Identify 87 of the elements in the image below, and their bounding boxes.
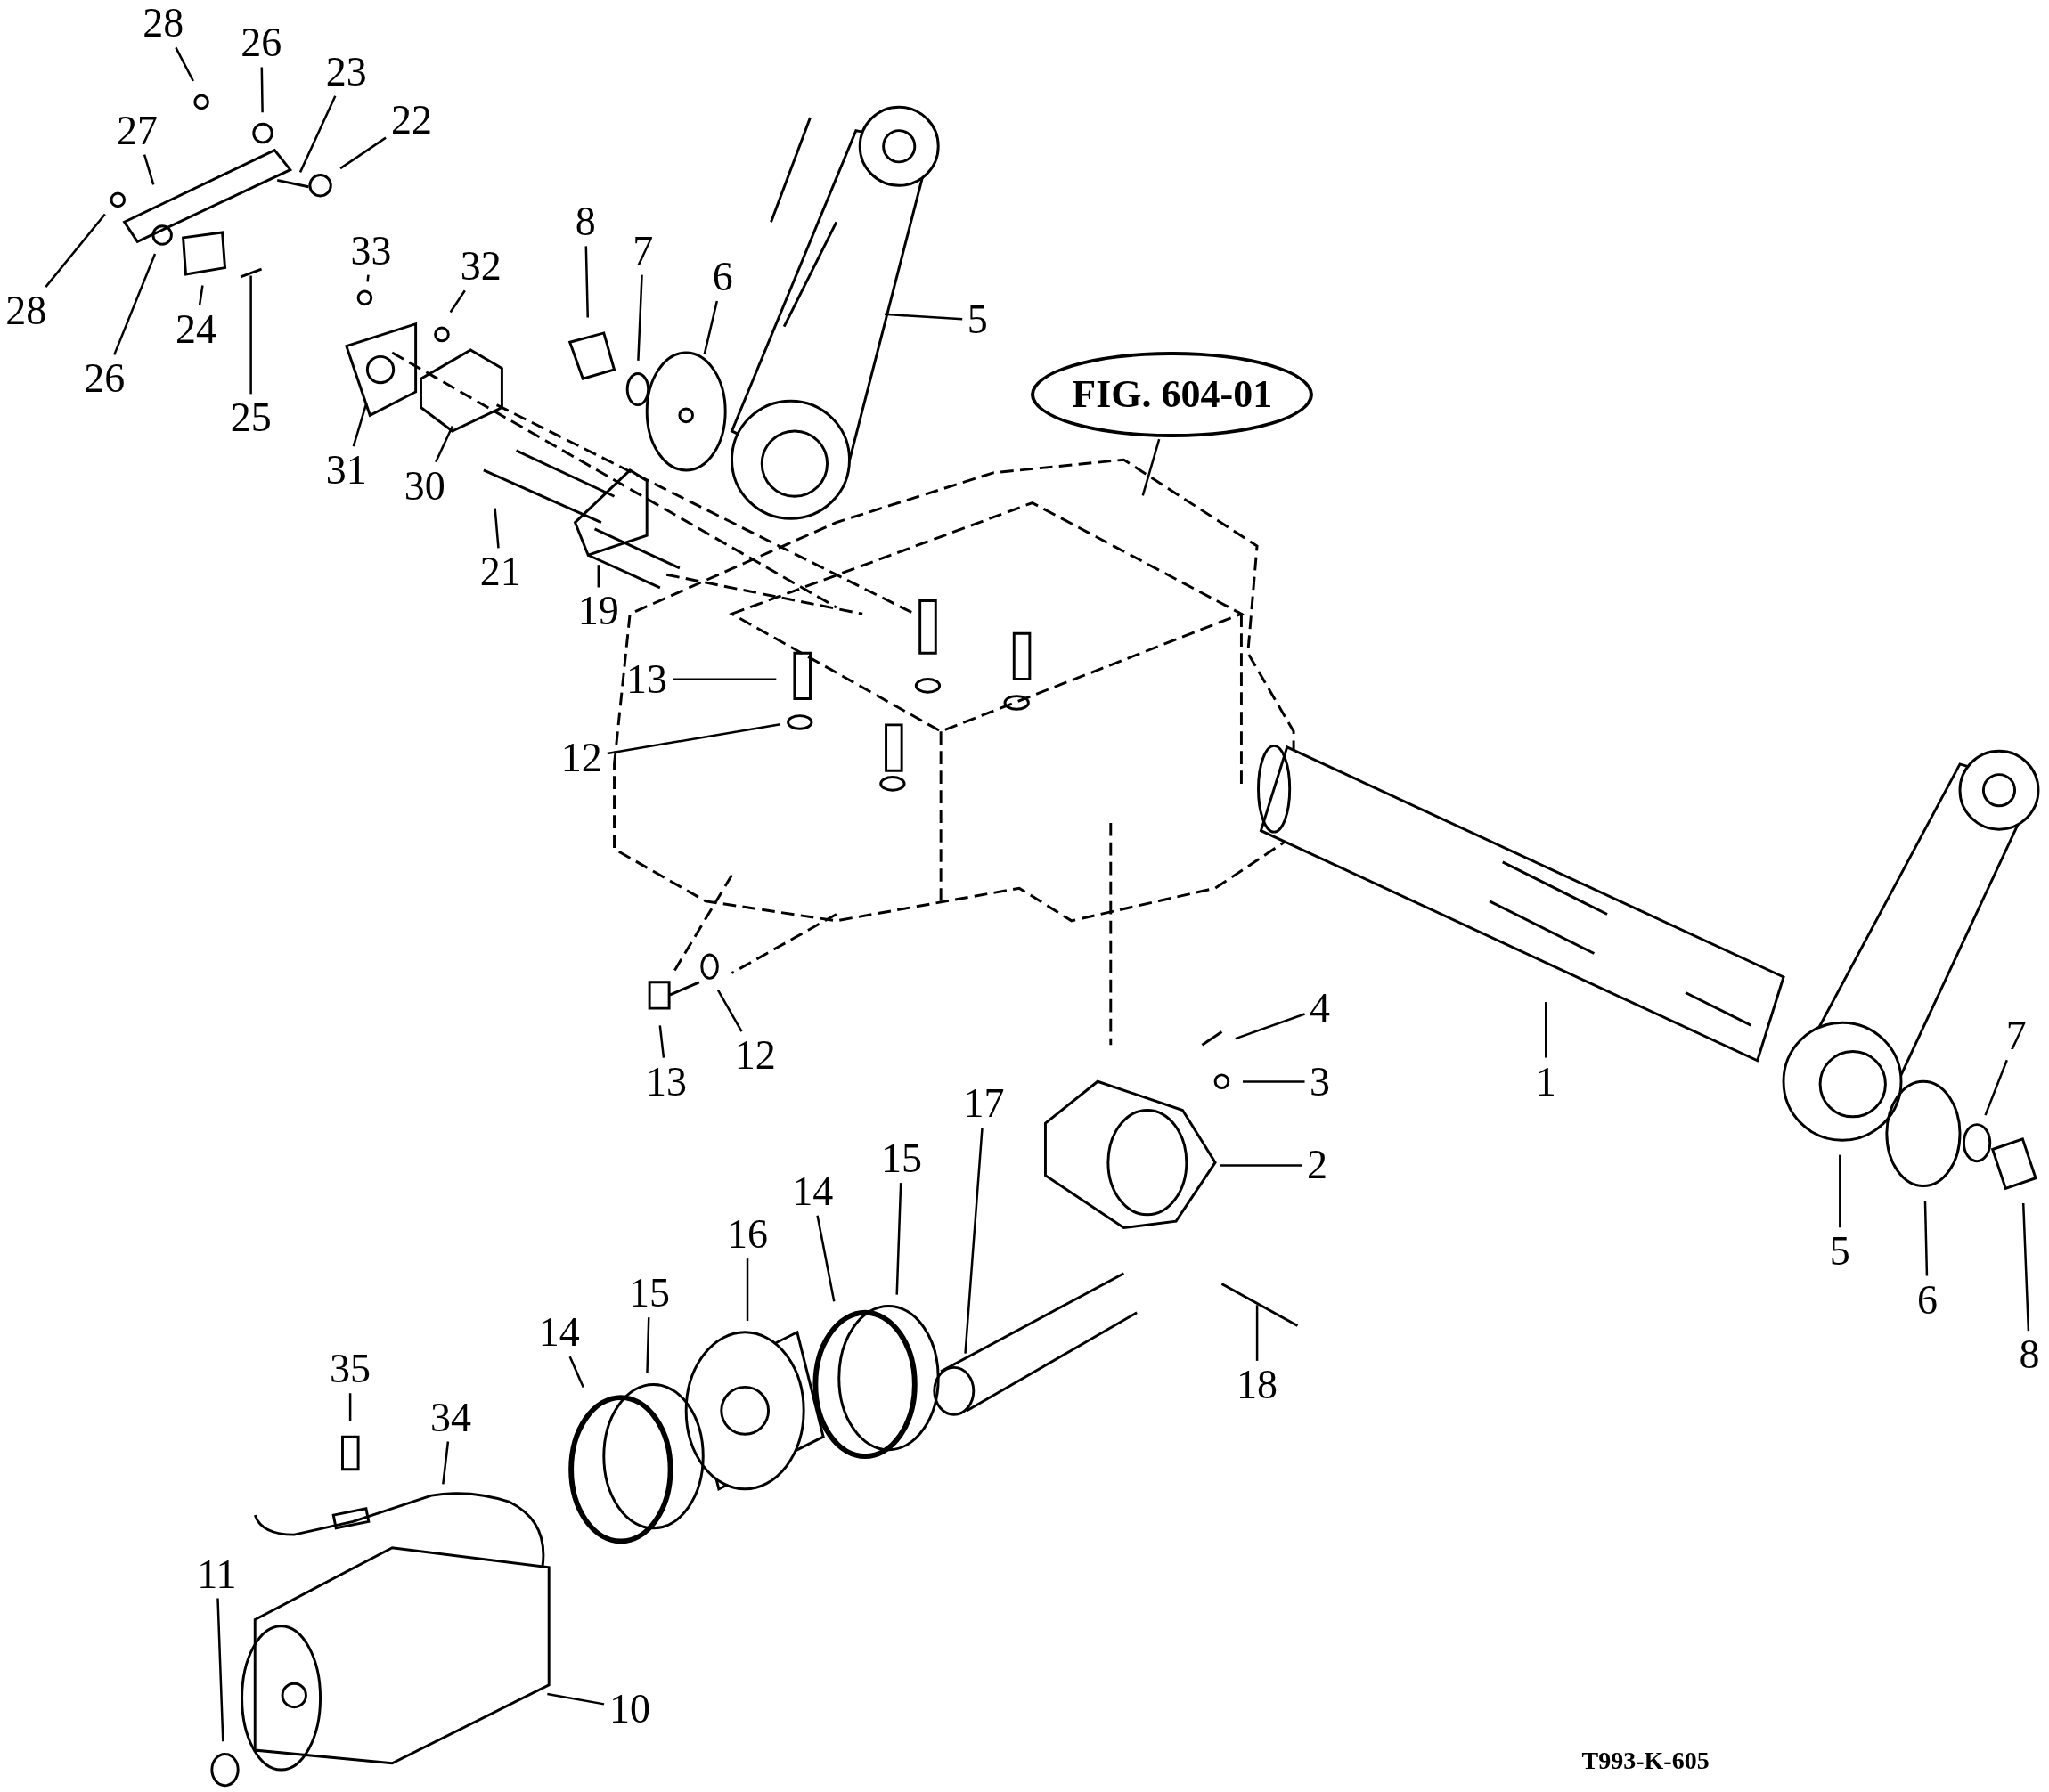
callout-number: 23 bbox=[322, 49, 371, 94]
callout-number: 15 bbox=[878, 1136, 927, 1182]
leader-line bbox=[1242, 1080, 1305, 1083]
leader-line bbox=[348, 1393, 352, 1421]
leader-line bbox=[646, 1317, 650, 1373]
callout-number: 22 bbox=[388, 97, 437, 143]
leader-line bbox=[1255, 1305, 1259, 1361]
callout-number: 19 bbox=[574, 589, 623, 634]
leader-line bbox=[175, 46, 194, 82]
callout-number: 3 bbox=[1306, 1059, 1334, 1104]
callout-number: 4 bbox=[1306, 986, 1334, 1031]
callout-number: 30 bbox=[400, 463, 449, 509]
leader-line bbox=[339, 136, 387, 170]
callout-number: 7 bbox=[2003, 1014, 2030, 1059]
leader-line bbox=[964, 1128, 984, 1354]
leader-line bbox=[494, 508, 500, 549]
leader-line bbox=[113, 253, 157, 355]
callout-number: 2 bbox=[1303, 1143, 1331, 1188]
leader-line bbox=[298, 95, 337, 173]
leader-line bbox=[2021, 1202, 2030, 1332]
leader-line bbox=[637, 274, 643, 361]
callout-number: 10 bbox=[606, 1686, 654, 1731]
callout-number: 14 bbox=[535, 1310, 584, 1356]
leader-line bbox=[1545, 1002, 1547, 1058]
leader-line bbox=[1220, 1164, 1302, 1167]
leader-line bbox=[568, 1356, 584, 1388]
leader-line bbox=[673, 678, 777, 680]
callout-number: 25 bbox=[226, 395, 275, 441]
callout-number: 15 bbox=[625, 1271, 673, 1316]
callout-number: 18 bbox=[1233, 1362, 1282, 1407]
callout-number: 5 bbox=[964, 297, 992, 343]
leader-line bbox=[260, 67, 264, 113]
callout-number: 33 bbox=[347, 228, 396, 273]
callout-number: 14 bbox=[788, 1169, 837, 1214]
leader-line bbox=[597, 565, 600, 588]
leader-line bbox=[352, 403, 368, 447]
callout-number: 21 bbox=[476, 550, 525, 595]
callout-number: 5 bbox=[1826, 1229, 1854, 1275]
leader-line bbox=[895, 1183, 902, 1295]
callout-number: 11 bbox=[192, 1552, 241, 1597]
leader-line bbox=[1923, 1201, 1929, 1276]
callout-number: 8 bbox=[2016, 1332, 2043, 1378]
leader-line bbox=[435, 425, 453, 463]
leader-line bbox=[249, 275, 252, 395]
leader-line bbox=[143, 154, 155, 185]
leader-line bbox=[45, 213, 106, 288]
callout-number: 27 bbox=[113, 108, 161, 153]
leader-line bbox=[584, 246, 589, 318]
callout-number: 24 bbox=[172, 306, 220, 352]
leader-line bbox=[884, 313, 963, 321]
leader-line bbox=[1235, 1013, 1305, 1040]
callout-number: 12 bbox=[731, 1033, 780, 1079]
callout-number: 1 bbox=[1532, 1059, 1560, 1104]
callout-number: 32 bbox=[456, 244, 505, 289]
callout-number: 26 bbox=[80, 356, 129, 402]
leader-line bbox=[442, 1441, 450, 1485]
callout-number: 17 bbox=[959, 1081, 1008, 1127]
leader-line bbox=[816, 1215, 836, 1302]
callout-number: 35 bbox=[326, 1347, 375, 1392]
leader-line bbox=[198, 285, 204, 305]
callout-number: 13 bbox=[623, 656, 672, 702]
leader-line bbox=[607, 723, 781, 755]
callout-number: 16 bbox=[723, 1212, 771, 1258]
callout-number: 28 bbox=[2, 289, 51, 334]
callout-number: 12 bbox=[557, 735, 606, 780]
leader-line bbox=[746, 1258, 749, 1321]
callout-number: 34 bbox=[427, 1395, 476, 1440]
callout-number: 8 bbox=[572, 200, 600, 245]
leader-line bbox=[1839, 1154, 1841, 1228]
leader-line bbox=[716, 989, 743, 1032]
callout-number: 28 bbox=[139, 1, 188, 46]
leader-line bbox=[1141, 438, 1161, 496]
leader-line bbox=[1984, 1059, 2008, 1116]
callout-number: 6 bbox=[709, 254, 737, 299]
callout-number: 31 bbox=[322, 448, 371, 493]
leader-line bbox=[547, 1692, 605, 1706]
leader-line bbox=[658, 1025, 665, 1058]
callout-number: 13 bbox=[642, 1059, 691, 1104]
drawing-number: T993-K-605 bbox=[1581, 1747, 1710, 1776]
callout-number: 7 bbox=[629, 228, 657, 273]
figure-reference-oval: FIG. 604-01 bbox=[1031, 351, 1314, 438]
leader-line bbox=[216, 1598, 224, 1742]
leader-line bbox=[703, 300, 719, 355]
callout-number: 26 bbox=[237, 20, 286, 66]
leader-line bbox=[449, 289, 466, 314]
leader-line bbox=[366, 274, 370, 282]
callout-number: 6 bbox=[1914, 1277, 1941, 1323]
